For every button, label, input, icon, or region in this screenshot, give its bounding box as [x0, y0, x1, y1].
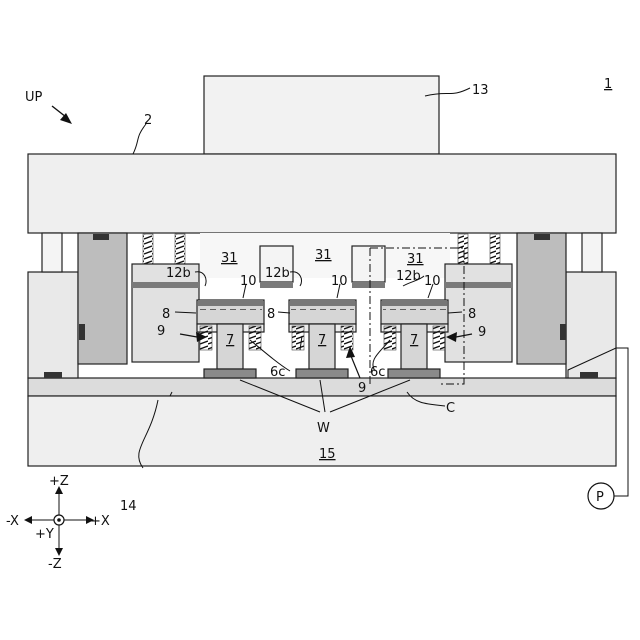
right-column-seal [534, 234, 550, 240]
left-frame [28, 272, 78, 378]
right-holder [445, 264, 512, 362]
pump-label: P [596, 490, 604, 505]
support-label-1: 7 [226, 333, 234, 348]
punch-block-label: 13 [472, 83, 489, 98]
right-base-seal [580, 372, 598, 378]
support-label-2: 7 [318, 333, 326, 348]
left-post [42, 233, 62, 272]
groove-label-2: 6c [370, 365, 385, 380]
middle-pillar-right-band [352, 282, 385, 288]
support-label-3: 7 [410, 333, 418, 348]
axis-plus-z: +Z [49, 474, 69, 489]
right-holder-band [445, 282, 512, 288]
middle-pillar-right [352, 246, 385, 282]
axis-minus-z: -Z [48, 557, 62, 572]
left-guide-column [78, 233, 127, 364]
region-label: C [446, 401, 455, 416]
left-column-seal [93, 234, 109, 240]
axis-plus-y: +Y [35, 527, 54, 542]
right-guide-column [517, 233, 566, 364]
axis-minus-x: -X [6, 514, 19, 529]
spring-label-1: 9 [157, 324, 165, 339]
middle-pillar-left-band [260, 282, 293, 288]
presser-label-2: 12b [265, 266, 290, 281]
groove-label-1: 6c [270, 365, 285, 380]
left-side-seal [79, 324, 85, 340]
chamber-label-2: 31 [315, 248, 332, 263]
axis-plus-x: +X [90, 514, 110, 529]
spring-label-2: 9 [478, 325, 486, 340]
membrane-label-3: 8 [468, 307, 476, 322]
right-post [582, 233, 602, 272]
plate-label-1: 10 [240, 274, 257, 289]
bed-label: 15 [319, 447, 336, 462]
coordinate-axes [24, 486, 94, 556]
right-frame [566, 272, 616, 378]
workpiece-label: W [317, 421, 330, 436]
right-side-seal [560, 324, 566, 340]
lower-die-label: 14 [120, 499, 137, 514]
punch-block [204, 76, 439, 154]
presser-label-3: 12b [396, 269, 421, 284]
plate-label-3: 10 [424, 274, 441, 289]
left-base-seal [44, 372, 62, 378]
up-label: UP [25, 90, 43, 105]
upper-plate [28, 154, 616, 233]
membrane-label-2: 8 [267, 307, 275, 322]
device-label: 1 [604, 77, 612, 92]
upper-plate-label: 2 [144, 113, 152, 128]
presser-label-1: 12b [166, 266, 191, 281]
plate-label-2: 10 [331, 274, 348, 289]
chamber-label-1: 31 [221, 251, 238, 266]
chamber-label-3: 31 [407, 252, 424, 267]
membrane-label-1: 8 [162, 307, 170, 322]
left-holder-band [132, 282, 199, 288]
spring-label-3: 9 [358, 381, 366, 396]
